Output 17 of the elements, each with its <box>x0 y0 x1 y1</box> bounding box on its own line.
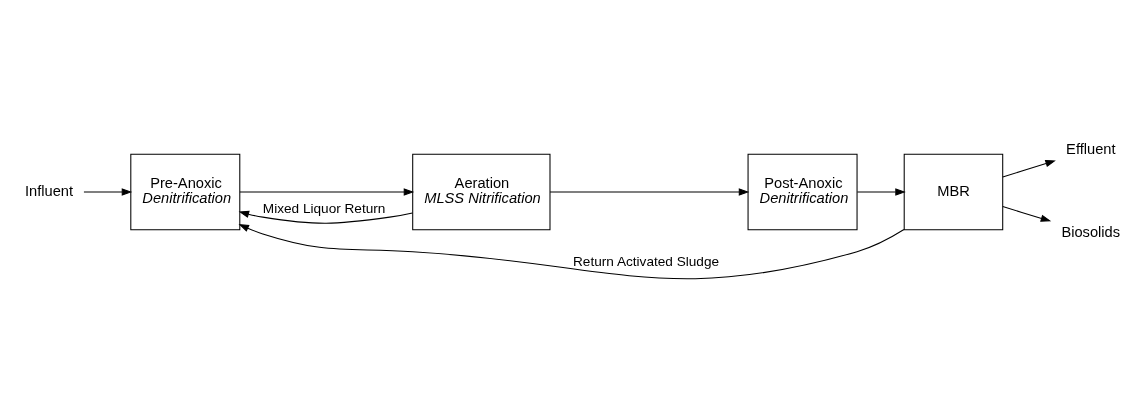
node-text: Biosolids <box>1061 223 1121 240</box>
arrow <box>83 187 133 196</box>
arrow <box>239 187 415 196</box>
node-box: Aeration MLSS Nitrification <box>412 153 551 230</box>
node-text: Influent <box>24 182 74 199</box>
node-text: Effluent <box>1066 140 1116 157</box>
node-box: Pre-Anoxic Denitrification <box>130 153 241 230</box>
arrow <box>856 187 906 196</box>
arrow <box>238 210 413 224</box>
arrow <box>1002 205 1052 222</box>
node-box: MBR <box>903 153 1004 230</box>
arrow <box>1002 159 1056 177</box>
edge-label: Mixed Liquor Return <box>262 200 386 216</box>
arrow <box>549 187 750 196</box>
arrow <box>238 223 905 279</box>
edge-label: Return Activated Sludge <box>573 253 720 269</box>
node-box: Post-Anoxic Denitrification <box>747 153 858 230</box>
